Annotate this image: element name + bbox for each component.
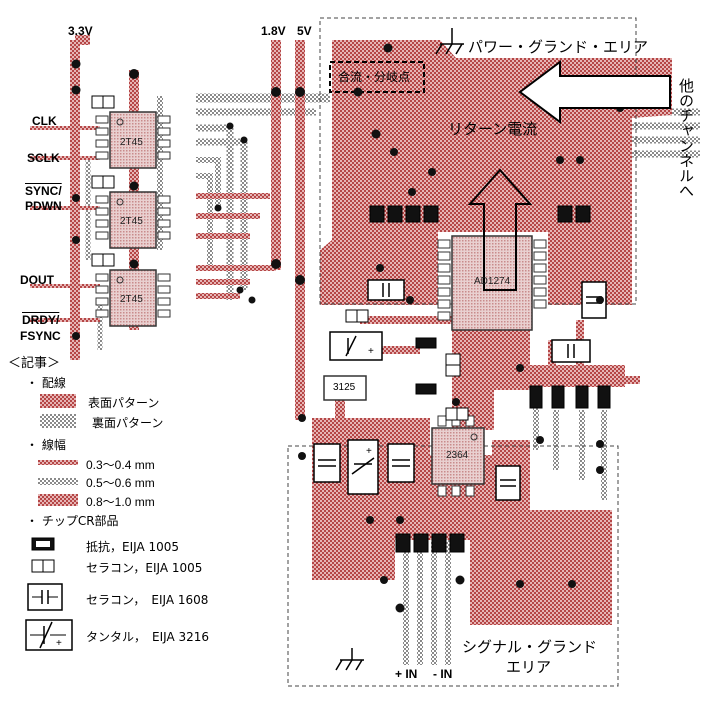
- power-ground-symbol: [435, 28, 464, 55]
- ceramic-1005-chips: [91, 95, 469, 421]
- legend-ceramic-1608: セラコン， EIJA 1608: [86, 593, 209, 607]
- svg-text:+: +: [368, 346, 374, 357]
- signal-ground-symbol: [335, 648, 364, 671]
- junction-label: 合流・分岐点: [338, 70, 411, 84]
- dout-label: DOUT: [20, 273, 54, 287]
- rail-1v8-label: 1.8V: [261, 24, 286, 38]
- vias: [71, 43, 624, 613]
- buffer-chip-1: [109, 111, 157, 169]
- bottom-layer-traces: [85, 93, 700, 665]
- legend-width-3: 0.8～1.0 mm: [86, 495, 155, 509]
- amp-chip: [431, 427, 485, 485]
- resistor-chips: [369, 205, 611, 553]
- plus-in-label: + IN: [395, 667, 418, 681]
- regulator-chip-label: 3125: [333, 382, 356, 393]
- adc-chip-label: AD1274: [474, 276, 511, 287]
- legend-bottom-pattern: 裏面パターン: [92, 416, 164, 430]
- legend-swatches: +: [25, 394, 78, 651]
- power-ground-area-label: パワー・グランド・エリア: [468, 38, 649, 56]
- legend-width-heading: ・ 線幅: [26, 438, 66, 452]
- adc-chip: [451, 235, 533, 331]
- tantalum-chips: + +: [329, 331, 383, 495]
- buffer-chip-3: [109, 269, 157, 327]
- adc-pins: [437, 239, 547, 321]
- return-current-arrow-left: [518, 60, 671, 124]
- rail-3v3-label: 3.3V: [68, 24, 93, 38]
- legend-top-pattern: 表面パターン: [88, 396, 160, 410]
- legend-resistor: 抵抗，EIJA 1005: [86, 540, 180, 554]
- regulator-chip: [323, 375, 367, 401]
- signal-ground-label-line2: エリア: [506, 658, 552, 676]
- return-current-label: リターン電流: [448, 120, 538, 138]
- legend-chip-text: チップCR部品: [41, 514, 119, 528]
- legend-width-1: 0.3～0.4 mm: [86, 458, 155, 472]
- legend-ceramic-1005: セラコン，EIJA 1005: [86, 561, 203, 575]
- clk-label: CLK: [32, 114, 57, 128]
- sclk-label: SCLK: [27, 151, 60, 165]
- sync-label: SYNC/: [25, 184, 62, 198]
- buffer-pins: [95, 115, 171, 318]
- buffer-chip-1-label: 2T45: [120, 137, 143, 148]
- to-other-channel-label: 他のチャンネルへ: [677, 78, 695, 198]
- drdy-label: DRDY/: [22, 313, 60, 327]
- junction-box: [329, 61, 425, 93]
- pdwn-label: PDWN: [25, 199, 62, 213]
- svg-text:+: +: [56, 638, 62, 649]
- amp-chip-label: 2364: [446, 450, 469, 461]
- svg-text:+: +: [366, 446, 372, 457]
- legend-width-text: 線幅: [41, 438, 66, 452]
- amp-pins: [437, 415, 475, 497]
- minus-in-label: - IN: [433, 667, 453, 681]
- signal-ground-label-line1: シグナル・グランド: [462, 638, 598, 656]
- buffer-chip-2: [109, 191, 157, 249]
- buffer-chip-2-label: 2T45: [120, 216, 143, 227]
- buffer-chip-3-label: 2T45: [120, 294, 143, 305]
- fsync-label: FSYNC: [20, 329, 61, 343]
- legend-wiring-text: 配線: [41, 376, 66, 390]
- legend-width-2: 0.5～0.6 mm: [86, 476, 155, 490]
- legend-wiring-heading: ・ 配線: [26, 376, 66, 390]
- legend-title: ＜記事＞: [8, 356, 61, 371]
- rail-5v-label: 5V: [297, 24, 312, 38]
- legend-chip-heading: ・ チップCR部品: [26, 514, 119, 528]
- return-current-arrow-up: [467, 168, 533, 291]
- legend-tantalum: タンタル， EIJA 3216: [86, 630, 210, 644]
